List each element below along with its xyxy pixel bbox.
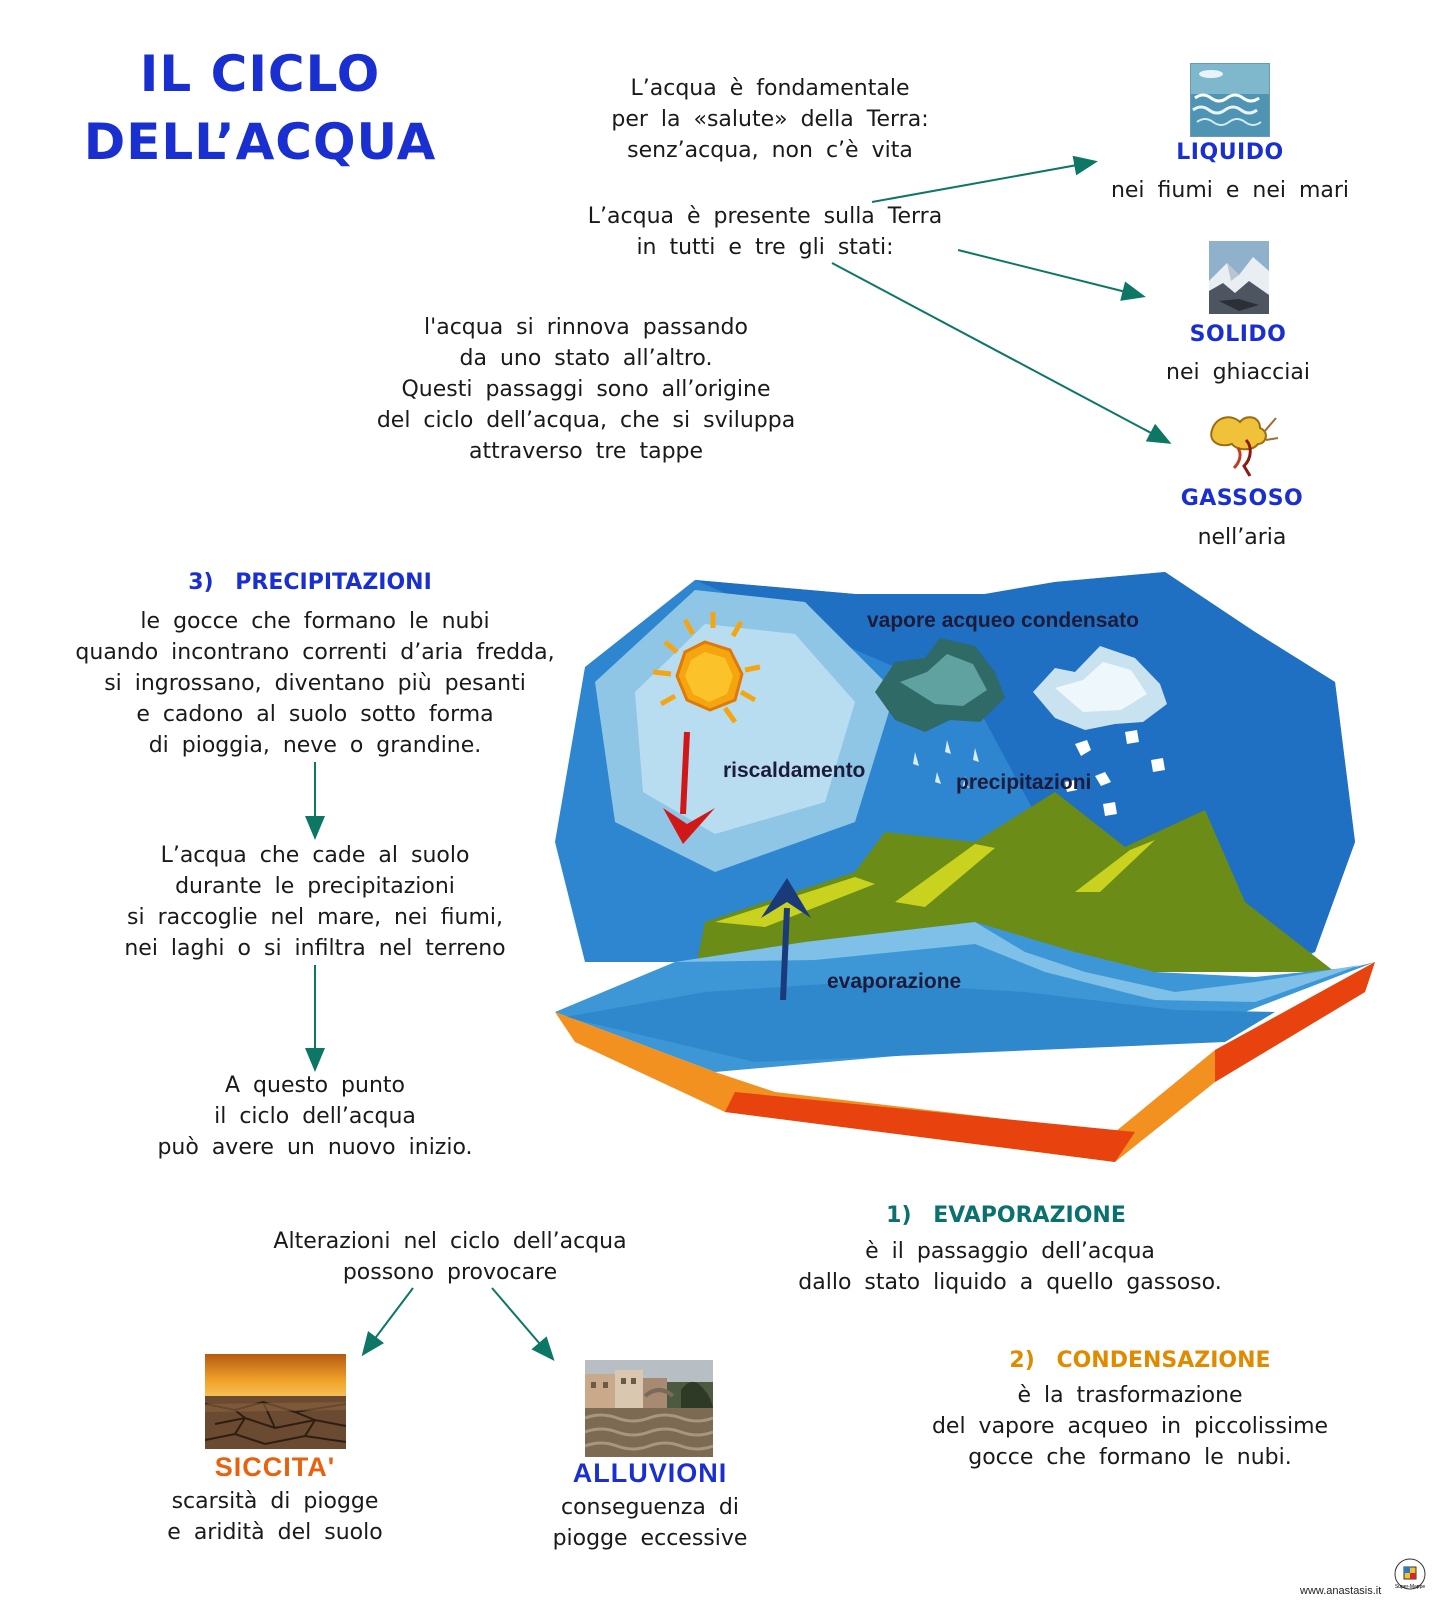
- step-number: 1): [886, 1203, 912, 1228]
- sun-icon: [652, 612, 761, 724]
- presence-line: L’acqua è presente sulla Terra: [587, 204, 943, 229]
- intro-line: per la «salute» della Terra:: [611, 107, 929, 132]
- floods-title: ALLUVIONI: [572, 1458, 728, 1488]
- renewal-text: l'acqua si rinnova passando da uno stato…: [336, 312, 836, 467]
- condensation-line: gocce che formano le nubi.: [968, 1445, 1292, 1470]
- state-gas-title: GASSOSO: [1180, 486, 1304, 511]
- renewal-line: da uno stato all’altro.: [459, 346, 713, 371]
- renewal-line: Questi passaggi sono all’origine: [401, 377, 771, 402]
- drought-photo: [205, 1354, 346, 1449]
- drought-line: scarsità di piogge: [171, 1489, 379, 1514]
- precipitation-heading: 3) PRECIPITAZIONI: [110, 570, 510, 595]
- restart-line: può avere un nuovo inizio.: [157, 1135, 473, 1160]
- condensation-heading: 2) CONDENSAZIONE: [960, 1348, 1320, 1373]
- alterations-line: Alterazioni nel ciclo dell’acqua: [273, 1229, 627, 1254]
- state-gas-desc: nell’aria: [1197, 525, 1287, 550]
- intro-text: L’acqua è fondamentale per la «salute» d…: [560, 73, 980, 166]
- drought-line: e aridità del suolo: [167, 1520, 383, 1545]
- logo-text: Super-Mappe: [1395, 1584, 1426, 1590]
- light-cloud-icon: [1033, 646, 1167, 730]
- condensation-text: è la trasformazione del vapore acqueo in…: [900, 1380, 1360, 1473]
- step-title: EVAPORAZIONE: [933, 1203, 1126, 1228]
- floods-text: conseguenza di piogge eccessive: [520, 1492, 780, 1554]
- evaporation-text: è il passaggio dell’acqua dallo stato li…: [750, 1236, 1270, 1298]
- collect-text: L’acqua che cade al suolo durante le pre…: [80, 840, 550, 964]
- renewal-line: l'acqua si rinnova passando: [424, 315, 748, 340]
- mountains: [695, 792, 1335, 972]
- arrow-to-liquid: [871, 155, 1098, 203]
- presence-line: in tutti e tre gli stati:: [636, 235, 894, 260]
- state-liquid-desc: nei fiumi e nei mari: [1110, 178, 1350, 203]
- label-heating: riscaldamento: [723, 759, 866, 782]
- supermappe-logo: Super-Mappe: [1392, 1556, 1428, 1592]
- drought-title: SICCITA': [214, 1452, 336, 1482]
- restart-line: A questo punto: [225, 1073, 405, 1098]
- renewal-line: del ciclo dell’acqua, che si sviluppa: [376, 408, 796, 433]
- presence-text: L’acqua è presente sulla Terra in tutti …: [545, 201, 985, 263]
- title-line-1: IL CICLO: [139, 45, 381, 103]
- label-precipitation: precipitazioni: [956, 771, 1092, 794]
- evaporation-arrow: [761, 878, 811, 1001]
- alterations-line: possono provocare: [342, 1260, 558, 1285]
- state-liquid-title: LIQUIDO: [1176, 140, 1284, 165]
- precipitation-text: le gocce che formano le nubi quando inco…: [40, 606, 590, 761]
- precipitation-line: e cadono al suolo sotto forma: [136, 702, 494, 727]
- label-condensed-vapour: vapore acqueo condensato: [867, 609, 1139, 632]
- precipitation-line: di pioggia, neve o grandine.: [148, 733, 482, 758]
- restart-text: A questo punto il ciclo dell’acqua può a…: [110, 1070, 520, 1163]
- step-title: CONDENSAZIONE: [1056, 1348, 1271, 1373]
- glacier-icon: [1209, 241, 1269, 314]
- arrow-to-solid: [957, 249, 1146, 301]
- collect-line: si raccoglie nel mare, nei fiumi,: [127, 905, 503, 930]
- condensation-line: del vapore acqueo in piccolissime: [931, 1414, 1329, 1439]
- arrow-to-drought: [361, 1287, 414, 1357]
- evaporation-heading: 1) EVAPORAZIONE: [806, 1203, 1206, 1228]
- precipitation-line: le gocce che formano le nubi: [140, 609, 490, 634]
- step-number: 3): [188, 570, 214, 595]
- arrow-to-floods: [491, 1287, 555, 1362]
- precipitation-line: quando incontrano correnti d’aria fredda…: [75, 640, 555, 665]
- label-evaporation: evaporazione: [827, 970, 962, 993]
- evaporation-line: dallo stato liquido a quello gassoso.: [798, 1270, 1222, 1295]
- heating-arrow: [663, 731, 715, 844]
- restart-line: il ciclo dell’acqua: [214, 1104, 416, 1129]
- intro-line: senz’acqua, non c’è vita: [627, 138, 913, 163]
- floods-line: piogge eccessive: [552, 1526, 748, 1551]
- collect-line: durante le precipitazioni: [175, 874, 455, 899]
- evaporation-line: è il passaggio dell’acqua: [865, 1239, 1155, 1264]
- renewal-line: attraverso tre tappe: [468, 439, 704, 464]
- rain-drops: [913, 740, 979, 788]
- state-solid-desc: nei ghiacciai: [1166, 360, 1310, 385]
- intro-line: L’acqua è fondamentale: [630, 76, 910, 101]
- floods-line: conseguenza di: [561, 1495, 739, 1520]
- collect-line: L’acqua che cade al suolo: [160, 843, 470, 868]
- water-cycle-illustration: [555, 572, 1375, 1162]
- arrow-to-gas: [831, 262, 1172, 444]
- state-solid-title: SOLIDO: [1189, 322, 1287, 347]
- waves-icon: [1190, 63, 1270, 137]
- snowflakes: [1065, 730, 1165, 816]
- precipitation-line: si ingrossano, diventano più pesanti: [104, 671, 526, 696]
- collect-line: nei laghi o si infiltra nel terreno: [124, 936, 506, 961]
- dark-cloud-icon: [875, 638, 1005, 732]
- flood-photo: [585, 1360, 713, 1457]
- drought-text: scarsità di piogge e aridità del suolo: [140, 1486, 410, 1548]
- step-number: 2): [1009, 1348, 1035, 1373]
- title-line-2: DELL’ACQUA: [83, 113, 437, 171]
- page-title: IL CICLO DELL’ACQUA: [80, 40, 440, 176]
- condensation-line: è la trasformazione: [1017, 1383, 1243, 1408]
- footer-url[interactable]: www.anastasis.it: [1300, 1585, 1382, 1597]
- step-title: PRECIPITAZIONI: [235, 570, 432, 595]
- alterations-text: Alterazioni nel ciclo dell’acqua possono…: [240, 1226, 660, 1288]
- wind-icon: [1206, 410, 1278, 480]
